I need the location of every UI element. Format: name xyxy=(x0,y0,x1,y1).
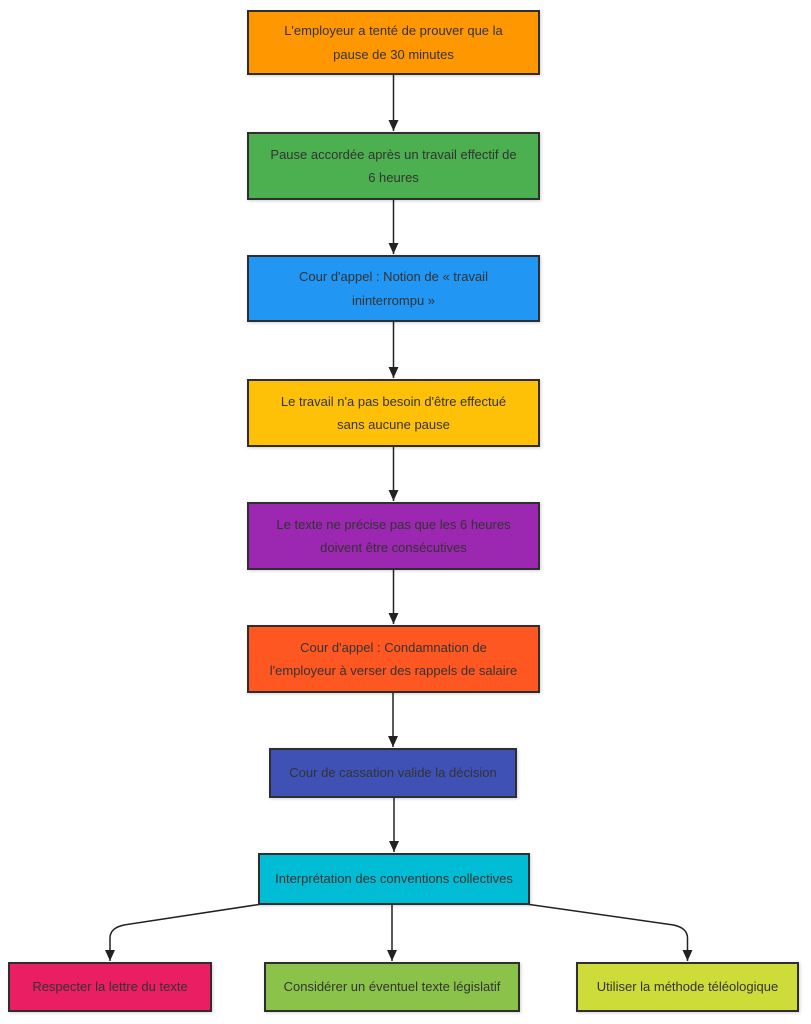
flow-node-interpretation: Interprétation des conventions collectiv… xyxy=(258,853,530,905)
flow-node-teleological-method: Utiliser la méthode téléologique xyxy=(576,962,799,1012)
flow-edge xyxy=(105,903,263,961)
flow-node-text-not-precise: Le texte ne précise pas que les 6 heures… xyxy=(247,502,540,570)
flow-node-respect-letter: Respecter la lettre du texte xyxy=(8,962,212,1012)
flow-node-consider-legislative: Considérer un éventuel texte législatif xyxy=(264,962,520,1012)
flow-node-cassation-validates: Cour de cassation valide la décision xyxy=(269,748,517,798)
flow-node-appeal-notion: Cour d'appel : Notion de « travail inint… xyxy=(247,255,540,322)
flow-node-employer-proof: L'employeur a tenté de prouver que la pa… xyxy=(247,10,540,75)
flow-node-pause-after-6h: Pause accordée après un travail effectif… xyxy=(247,132,540,200)
flow-node-appeal-condemnation: Cour d'appel : Condamnation de l'employe… xyxy=(247,625,540,693)
flow-edge xyxy=(525,903,693,961)
flow-node-work-no-need: Le travail n'a pas besoin d'être effectu… xyxy=(247,379,540,447)
